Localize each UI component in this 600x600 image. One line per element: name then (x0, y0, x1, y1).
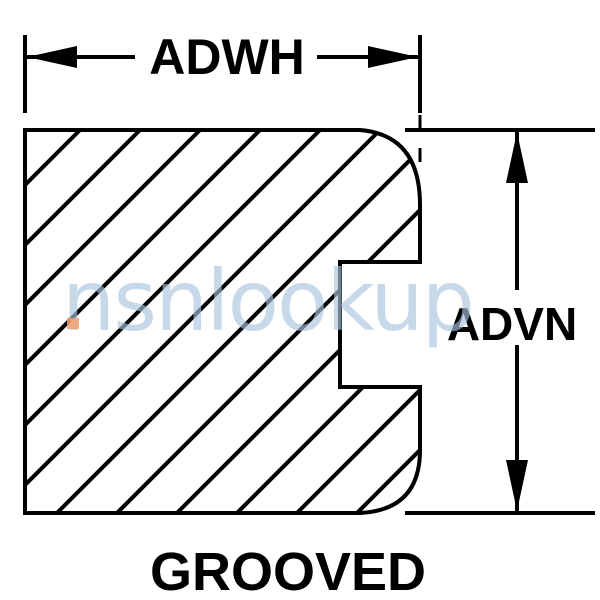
hatch-line (0, 130, 20, 550)
hatch-line (25, 130, 382, 513)
watermark-dot (67, 318, 79, 329)
arrowhead-right-icon (368, 46, 418, 68)
hatch-line (318, 130, 420, 513)
diagram-title: GROOVED (150, 542, 426, 600)
hatch-line (25, 130, 142, 513)
height-dimension-label: ADVN (447, 298, 577, 350)
hatch-line (25, 130, 322, 513)
height-dimension: ADVN (405, 128, 595, 515)
hatch-line (25, 130, 202, 513)
width-dimension: ADWH (23, 29, 422, 113)
watermark-text: nsnlookup (62, 252, 473, 350)
hatch-line (258, 130, 420, 513)
arrowhead-down-icon (506, 460, 528, 511)
width-dimension-label: ADWH (149, 29, 305, 85)
arrowhead-up-icon (506, 132, 528, 183)
hatch-line (78, 130, 420, 513)
grooved-profile-outline (23, 128, 422, 515)
watermark: nsnlookup (62, 252, 475, 350)
arrowhead-left-icon (27, 46, 77, 68)
hatch-line (25, 130, 262, 513)
hatch-line (25, 130, 420, 513)
